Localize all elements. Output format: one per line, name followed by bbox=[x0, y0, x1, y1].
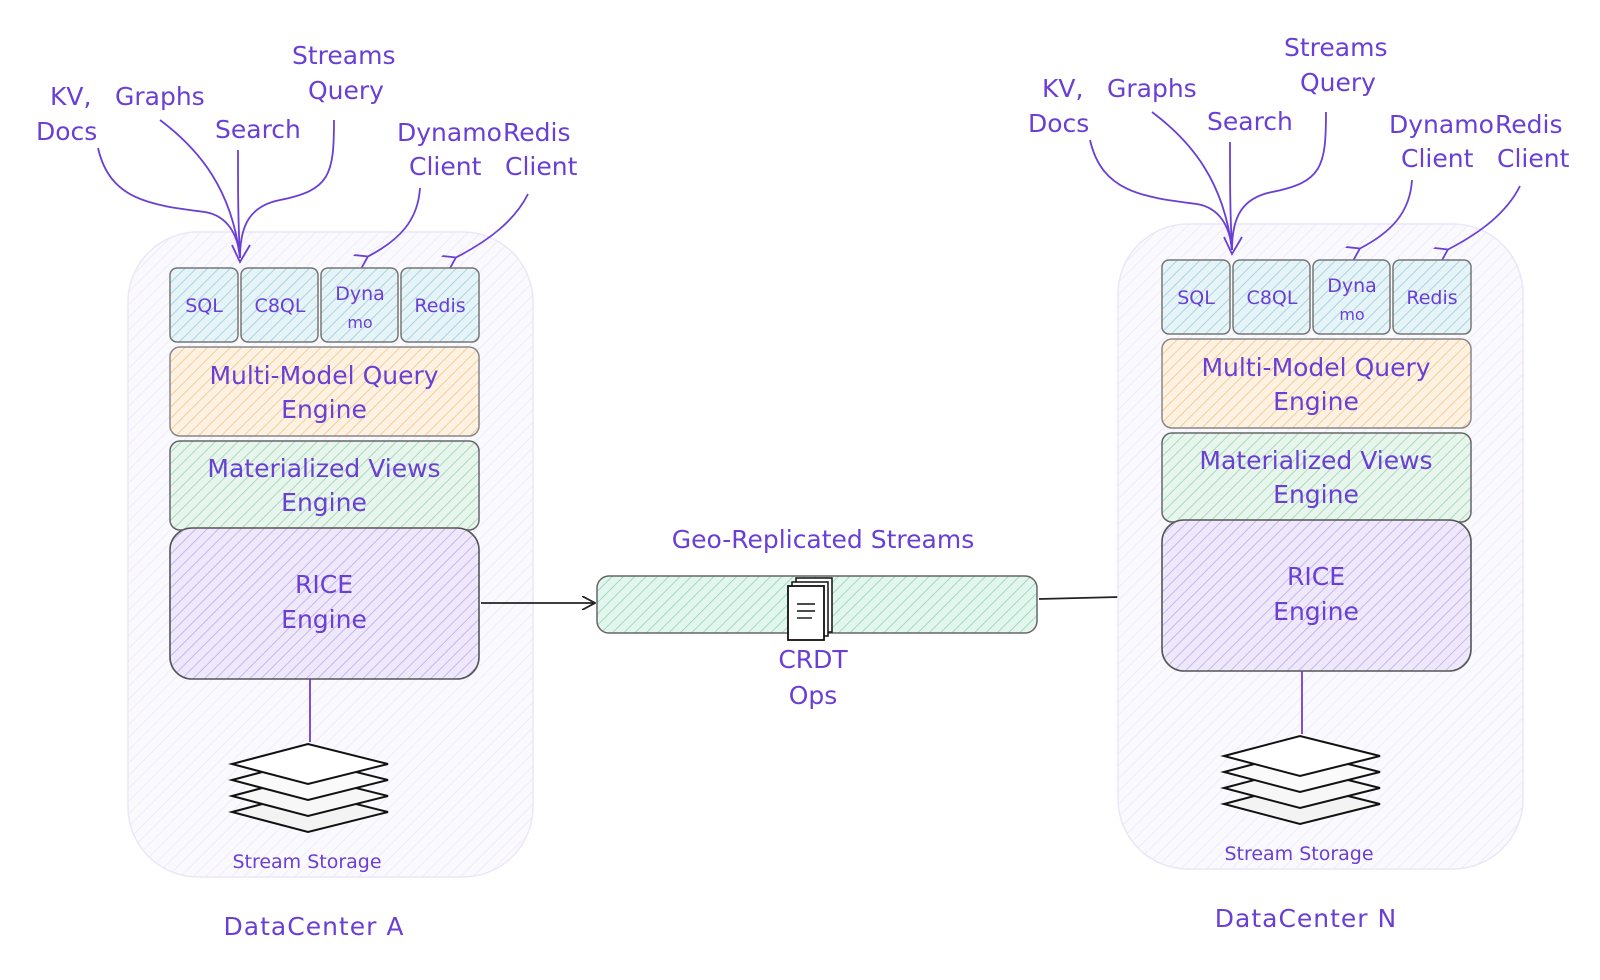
multi-model-query-engine-label-1-n: Multi-Model Query bbox=[1201, 353, 1430, 382]
client-dynamo-client-label: Client bbox=[409, 152, 482, 181]
rice-engine-box bbox=[169, 527, 480, 680]
api-c8ql-label-n: C8QL bbox=[1247, 287, 1298, 309]
client-redis-client-label-n: Client bbox=[1497, 144, 1570, 173]
datacenter-n-label: DataCenter N bbox=[1215, 904, 1397, 933]
stream-storage-label-n: Stream Storage bbox=[1224, 843, 1373, 865]
api-c8ql-box bbox=[240, 267, 319, 343]
api-dynamo-label-1-n: Dyna bbox=[1327, 275, 1377, 297]
rice-engine-label-1-n: RICE bbox=[1287, 562, 1345, 591]
api-dynamo-label-1: Dyna bbox=[335, 283, 385, 305]
client-kv-label: KV, bbox=[50, 82, 91, 111]
crdt-document-icon bbox=[787, 577, 833, 641]
api-c8ql-label: C8QL bbox=[255, 295, 306, 317]
rice-engine-label-1: RICE bbox=[295, 570, 353, 599]
geo-replicated-streams: Geo-Replicated Streams CRDT Ops bbox=[481, 525, 1158, 710]
client-graphs-label-n: Graphs bbox=[1107, 74, 1197, 103]
rice-engine-box-n bbox=[1161, 519, 1472, 672]
crdt-label: CRDT bbox=[778, 645, 848, 674]
api-sql-label-n: SQL bbox=[1177, 287, 1215, 309]
client-kv-label-n: KV, bbox=[1042, 74, 1083, 103]
stream-storage-icon bbox=[228, 742, 389, 834]
materialized-views-engine-label-1: Materialized Views bbox=[207, 454, 440, 483]
api-dynamo-label-2-n: mo bbox=[1339, 305, 1364, 324]
multi-model-query-engine-box bbox=[169, 346, 480, 437]
rice-engine-label-2-n: Engine bbox=[1273, 597, 1359, 626]
client-graphs-label: Graphs bbox=[115, 82, 205, 111]
multi-model-query-engine-label-2: Engine bbox=[281, 395, 367, 424]
datacenter-a-label: DataCenter A bbox=[224, 912, 405, 941]
streams-title: Geo-Replicated Streams bbox=[672, 525, 974, 554]
client-search-label-n: Search bbox=[1207, 107, 1293, 136]
multi-model-query-engine-box-n bbox=[1161, 338, 1472, 429]
client-connector-lines-n bbox=[1089, 111, 1521, 254]
ops-label: Ops bbox=[789, 681, 838, 710]
client-connector-lines bbox=[97, 119, 529, 262]
client-dynamo-label-n: Dynamo bbox=[1389, 110, 1494, 139]
api-redis-box-n bbox=[1392, 259, 1472, 335]
api-sql-label: SQL bbox=[185, 295, 223, 317]
api-dynamo-box bbox=[320, 267, 399, 343]
client-redis-label: Redis bbox=[503, 118, 570, 147]
multi-model-query-engine-label-2-n: Engine bbox=[1273, 387, 1359, 416]
multi-model-query-engine-label-1: Multi-Model Query bbox=[209, 361, 438, 390]
api-c8ql-box-n bbox=[1232, 259, 1311, 335]
api-redis-label: Redis bbox=[414, 295, 465, 317]
api-redis-label-n: Redis bbox=[1406, 287, 1457, 309]
client-dynamo-label: Dynamo bbox=[397, 118, 502, 147]
client-docs-label-n: Docs bbox=[1028, 109, 1089, 138]
client-docs-label: Docs bbox=[36, 117, 97, 146]
client-redis-label-n: Redis bbox=[1495, 110, 1562, 139]
client-streams-label: Streams bbox=[292, 41, 395, 70]
stream-storage-icon-n bbox=[1220, 734, 1381, 826]
rice-engine-label-2: Engine bbox=[281, 605, 367, 634]
client-dynamo-client-label-n: Client bbox=[1401, 144, 1474, 173]
api-sql-box-n bbox=[1161, 259, 1231, 335]
client-streams-label-n: Streams bbox=[1284, 33, 1387, 62]
client-query-label: Query bbox=[308, 76, 384, 105]
client-redis-client-label: Client bbox=[505, 152, 578, 181]
api-sql-box bbox=[169, 267, 239, 343]
api-dynamo-box-n bbox=[1312, 259, 1391, 335]
client-query-label-n: Query bbox=[1300, 68, 1376, 97]
stream-storage-label-a: Stream Storage bbox=[232, 851, 381, 873]
materialized-views-engine-label-2: Engine bbox=[281, 488, 367, 517]
datacenter-a: KV, Docs Graphs Search Streams Query Dyn… bbox=[36, 41, 578, 941]
materialized-views-engine-label-2-n: Engine bbox=[1273, 480, 1359, 509]
materialized-views-engine-label-1-n: Materialized Views bbox=[1199, 446, 1432, 475]
client-search-label: Search bbox=[215, 115, 301, 144]
api-dynamo-label-2: mo bbox=[347, 313, 372, 332]
datacenter-n: KV, Docs Graphs Search Streams Query Dyn… bbox=[1028, 33, 1570, 933]
api-redis-box bbox=[400, 267, 480, 343]
